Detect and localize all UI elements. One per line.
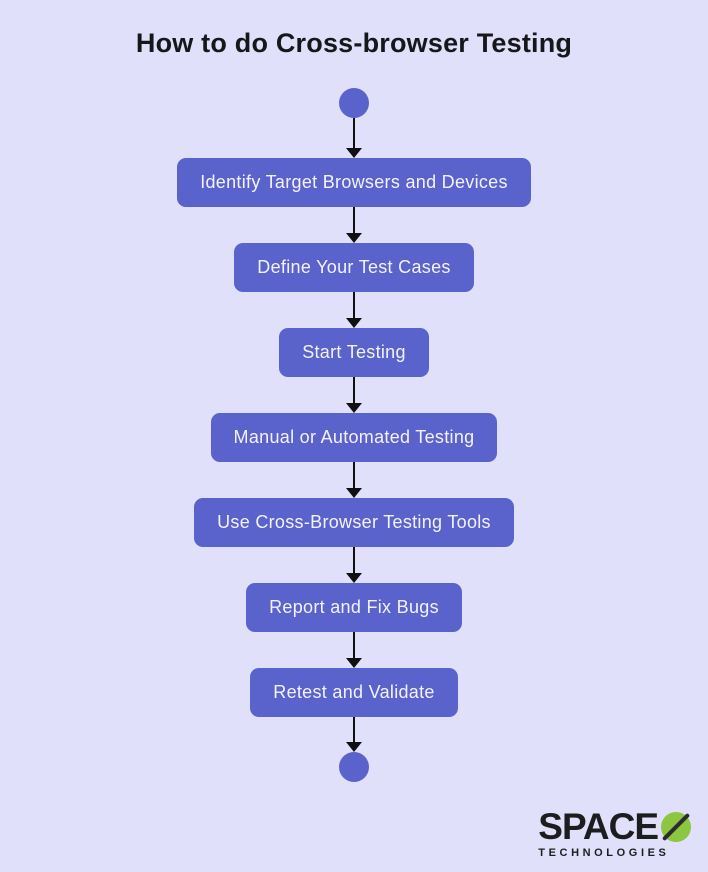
arrow-down-icon (346, 207, 362, 243)
flowchart-step-1: Identify Target Browsers and Devices (177, 158, 531, 207)
arrow-down-icon (346, 632, 362, 668)
flowchart-end-node (339, 752, 369, 782)
flowchart-step-4: Manual or Automated Testing (210, 413, 498, 462)
arrow-down-icon (346, 118, 362, 158)
brand-logo-wordmark: SPACE (538, 806, 691, 847)
brand-logo: SPACE TECHNOLOGIES (538, 806, 691, 859)
arrow-down-icon (346, 292, 362, 328)
flowchart-start-node (339, 88, 369, 118)
arrow-down-icon (346, 377, 362, 413)
flowchart-step-6: Report and Fix Bugs (246, 583, 462, 632)
slashed-o-icon (661, 812, 691, 842)
brand-name: SPACE (538, 806, 659, 847)
flowchart-step-3: Start Testing (279, 328, 429, 377)
brand-subtext: TECHNOLOGIES (538, 847, 670, 859)
page-title: How to do Cross-browser Testing (135, 28, 573, 58)
flowchart-step-7: Retest and Validate (250, 668, 458, 717)
arrow-down-icon (346, 717, 362, 752)
arrow-down-icon (346, 462, 362, 498)
flowchart-step-5: Use Cross-Browser Testing Tools (194, 498, 514, 547)
flowchart-step-2: Define Your Test Cases (234, 243, 474, 292)
arrow-down-icon (346, 547, 362, 583)
